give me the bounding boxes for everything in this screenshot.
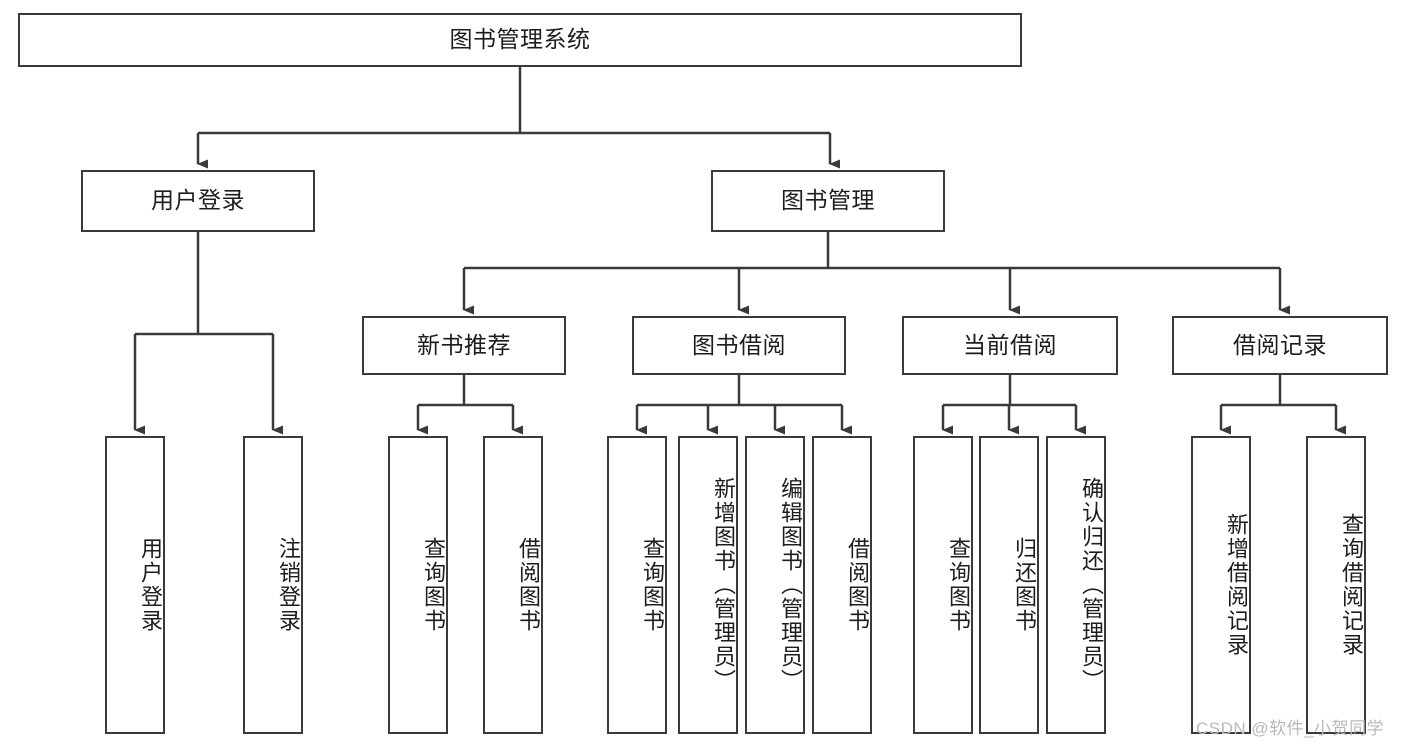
node-leaf-borrow-book-1[interactable]: 借阅图书 bbox=[483, 436, 543, 734]
node-leaf-add-book[interactable]: 新增图书（管理员） bbox=[678, 436, 738, 734]
node-leaf-add-record[interactable]: 新增借阅记录 bbox=[1191, 436, 1251, 734]
node-borrow-record-label: 借阅记录 bbox=[1233, 331, 1327, 358]
csdn-watermark: CSDN @软件_小贺同学 bbox=[1196, 719, 1385, 738]
node-leaf-return-book-label: 归还图书 bbox=[1012, 537, 1037, 633]
node-user-login[interactable]: 用户登录 bbox=[81, 170, 315, 232]
node-root-label: 图书管理系统 bbox=[449, 26, 591, 53]
node-leaf-query-book-1-label: 查询图书 bbox=[421, 537, 446, 633]
node-leaf-query-record-label: 查询借阅记录 bbox=[1339, 513, 1364, 657]
node-leaf-user-login[interactable]: 用户登录 bbox=[105, 436, 165, 734]
node-leaf-edit-book-label: 编辑图书（管理员） bbox=[778, 477, 803, 693]
node-new-book-recommend-label: 新书推荐 bbox=[417, 331, 511, 358]
node-leaf-logout-login[interactable]: 注销登录 bbox=[243, 436, 303, 734]
node-leaf-add-record-label: 新增借阅记录 bbox=[1224, 513, 1249, 657]
node-leaf-borrow-book-1-label: 借阅图书 bbox=[516, 537, 541, 633]
node-current-borrow-label: 当前借阅 bbox=[963, 331, 1057, 358]
node-leaf-logout-login-label: 注销登录 bbox=[276, 537, 301, 633]
node-leaf-borrow-book-2[interactable]: 借阅图书 bbox=[812, 436, 872, 734]
node-current-borrow[interactable]: 当前借阅 bbox=[902, 316, 1118, 375]
node-borrow-record[interactable]: 借阅记录 bbox=[1172, 316, 1388, 375]
node-new-book-recommend[interactable]: 新书推荐 bbox=[362, 316, 566, 375]
node-book-borrow-label: 图书借阅 bbox=[692, 331, 786, 358]
node-leaf-borrow-book-2-label: 借阅图书 bbox=[845, 537, 870, 633]
node-leaf-confirm-return[interactable]: 确认归还（管理员） bbox=[1046, 436, 1106, 734]
node-book-manage[interactable]: 图书管理 bbox=[711, 170, 945, 232]
node-user-login-label: 用户登录 bbox=[151, 187, 245, 214]
node-leaf-add-book-label: 新增图书（管理员） bbox=[711, 477, 736, 693]
node-leaf-edit-book[interactable]: 编辑图书（管理员） bbox=[745, 436, 805, 734]
node-leaf-query-book-2-label: 查询图书 bbox=[640, 537, 665, 633]
node-book-borrow[interactable]: 图书借阅 bbox=[632, 316, 846, 375]
node-leaf-query-book-3-label: 查询图书 bbox=[946, 537, 971, 633]
node-leaf-query-record[interactable]: 查询借阅记录 bbox=[1306, 436, 1366, 734]
node-leaf-query-book-3[interactable]: 查询图书 bbox=[913, 436, 973, 734]
node-leaf-query-book-2[interactable]: 查询图书 bbox=[607, 436, 667, 734]
node-root[interactable]: 图书管理系统 bbox=[18, 13, 1022, 67]
node-leaf-query-book-1[interactable]: 查询图书 bbox=[388, 436, 448, 734]
node-leaf-user-login-label: 用户登录 bbox=[138, 537, 163, 633]
node-leaf-confirm-return-label: 确认归还（管理员） bbox=[1079, 477, 1104, 693]
node-book-manage-label: 图书管理 bbox=[781, 187, 875, 214]
node-leaf-return-book[interactable]: 归还图书 bbox=[979, 436, 1039, 734]
